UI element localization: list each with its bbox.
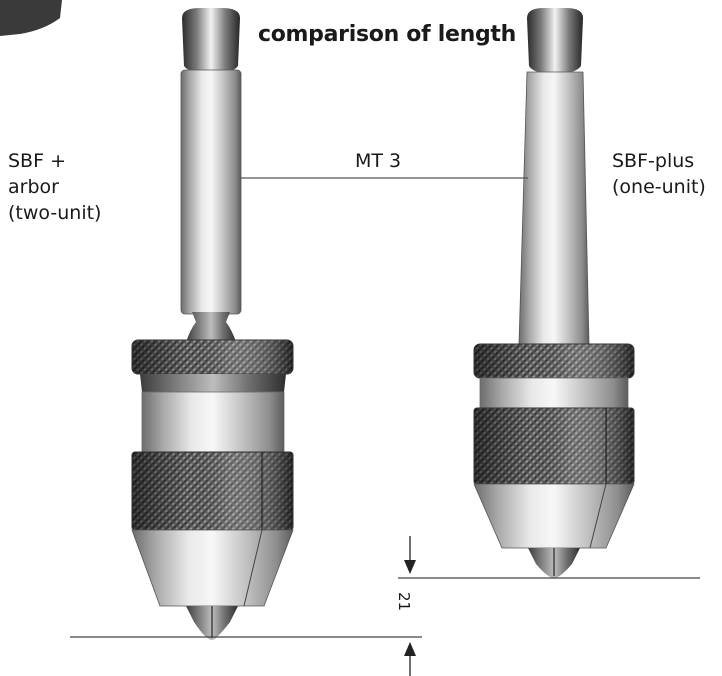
left-neck [186,312,236,342]
taper-label: MT 3 [355,150,402,172]
right-chuck [473,8,635,578]
left-label-line-1: SBF + [8,150,66,172]
right-chuck-label: SBF-plus (one-unit) [612,148,706,200]
corner-fragment [0,0,62,36]
dimension-arrows [404,536,416,676]
left-collar [140,374,286,392]
right-cone [473,483,635,549]
left-label-line-2: arbor [8,176,59,198]
left-arbor-shaft [180,69,242,315]
right-label-line-1: SBF-plus [612,150,695,172]
left-chuck-label: SBF + arbor (two-unit) [8,148,101,226]
left-tang-cap [182,8,240,74]
right-taper-shank [518,71,590,345]
diagram-title: comparison of length [258,22,516,47]
right-tang-cap [527,8,583,74]
left-label-line-3: (two-unit) [8,202,102,224]
dimension-label: 21 [395,592,413,612]
left-body [141,391,285,453]
left-cone [131,529,294,607]
left-chuck [131,8,294,640]
right-label-line-2: (one-unit) [612,176,706,198]
right-body [479,377,629,409]
